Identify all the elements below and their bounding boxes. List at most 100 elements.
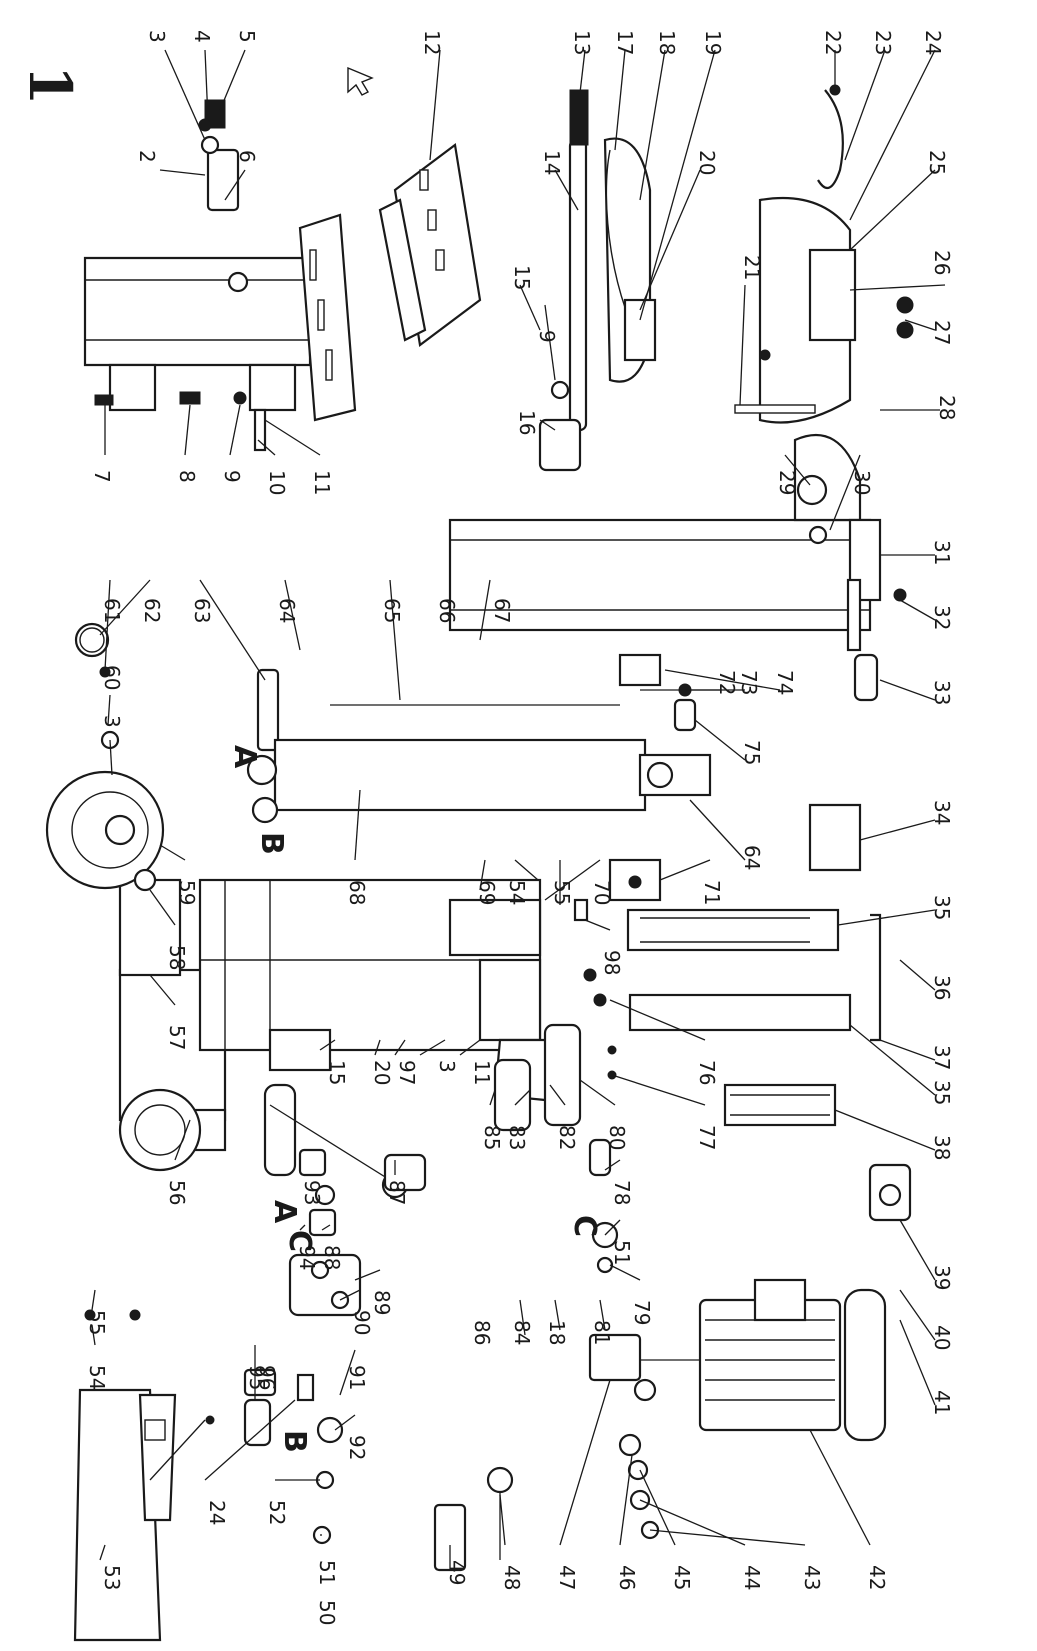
cursor-arrow-icon	[347, 66, 374, 96]
callout-c25: 25	[925, 150, 949, 175]
part-13-19-lever-arm	[538, 89, 657, 472]
part-7-11-bolts	[94, 391, 267, 452]
callout-c37: 37	[930, 1045, 954, 1070]
callout-c79: 79	[630, 1300, 654, 1325]
callout-c54b: 54	[85, 1365, 109, 1390]
callout-c11b: 11	[470, 1060, 494, 1085]
part-32-33-pins	[846, 578, 907, 702]
callout-c26: 26	[930, 250, 954, 275]
callout-c6: 6	[235, 150, 259, 163]
callout-c71: 71	[700, 880, 724, 905]
port-letter-pA2: A	[267, 1200, 302, 1224]
callout-c68: 68	[345, 880, 369, 905]
port-letter-pC2: C	[567, 1215, 602, 1237]
callout-c3c: 3	[435, 1060, 459, 1073]
callout-c97: 97	[395, 1060, 419, 1085]
callout-c85: 85	[480, 1125, 504, 1150]
callout-c51b: 51	[315, 1560, 339, 1585]
callout-c58: 58	[165, 945, 189, 970]
callout-c88: 88	[320, 1245, 344, 1270]
callout-c12: 12	[420, 30, 444, 55]
callout-c81: 81	[590, 1320, 614, 1345]
callout-c31: 31	[930, 540, 954, 565]
callout-c56: 56	[165, 1180, 189, 1205]
callout-c80: 80	[605, 1125, 629, 1150]
callout-c92: 92	[345, 1435, 369, 1460]
port-letter-pB1: B	[254, 832, 289, 855]
callout-c89: 89	[370, 1290, 394, 1315]
callout-c69: 69	[475, 880, 499, 905]
callout-c55b: 55	[85, 1310, 109, 1335]
callout-c98: 98	[600, 950, 624, 975]
callout-c18a: 18	[655, 30, 679, 55]
callout-c44: 44	[740, 1565, 764, 1590]
callout-c93: 93	[300, 1180, 324, 1205]
port-letter-pB2: B	[277, 1430, 312, 1453]
callout-c51a: 51	[610, 1240, 634, 1265]
callout-c10: 10	[265, 470, 289, 495]
callout-c64a: 64	[275, 598, 299, 623]
part-12-top-plate	[378, 143, 482, 347]
callout-c18b: 18	[545, 1320, 569, 1345]
callout-c32: 32	[930, 605, 954, 630]
part-34-38-plates	[626, 803, 882, 1127]
callout-c83: 83	[505, 1125, 529, 1150]
part-29-31-beam	[448, 433, 882, 632]
callout-c4: 4	[190, 30, 214, 43]
callout-c24a: 24	[921, 30, 945, 55]
callout-c13: 13	[570, 30, 594, 55]
callout-c35b: 35	[930, 1080, 954, 1105]
part-69-98-rails	[493, 858, 662, 1274]
callout-c9b: 9	[220, 470, 244, 483]
callout-c70: 70	[590, 880, 614, 905]
callout-c5: 5	[235, 30, 259, 43]
callout-c64b: 64	[740, 845, 764, 870]
callout-c52: 52	[265, 1500, 289, 1525]
part-56-59-frame	[45, 770, 562, 1199]
callout-c48: 48	[500, 1565, 524, 1590]
callout-c57: 57	[165, 1025, 189, 1050]
callout-c45: 45	[670, 1565, 694, 1590]
part-22-28-bracket	[734, 84, 914, 424]
callout-c2: 2	[135, 150, 159, 163]
part-2-6-latch	[198, 99, 249, 293]
sheet-number: 1	[16, 65, 84, 105]
callout-c67: 67	[490, 598, 514, 623]
callout-c43: 43	[800, 1565, 824, 1590]
callout-c95: 95	[245, 1365, 269, 1390]
callout-c16: 16	[515, 410, 539, 435]
callout-c28: 28	[935, 395, 959, 420]
callout-c73: 73	[737, 670, 761, 695]
callout-c30: 30	[850, 470, 874, 495]
callout-c75: 75	[740, 740, 764, 765]
callout-c20a: 20	[695, 150, 719, 175]
callout-c7: 7	[90, 470, 114, 483]
callout-c87: 87	[385, 1180, 409, 1205]
callout-c72: 72	[715, 670, 739, 695]
callout-c3b: 3	[100, 715, 124, 728]
callout-c23: 23	[871, 30, 895, 55]
callout-c94: 94	[295, 1245, 319, 1270]
callout-c20b: 20	[370, 1060, 394, 1085]
callout-c15a: 15	[510, 265, 534, 290]
callout-c63: 63	[190, 598, 214, 623]
callout-c11a: 11	[310, 470, 334, 495]
callout-c42: 42	[865, 1565, 889, 1590]
callout-c33: 33	[930, 680, 954, 705]
callout-c82: 82	[555, 1125, 579, 1150]
callout-c50: 50	[315, 1600, 339, 1625]
part-53-55-cover	[73, 1309, 215, 1642]
callout-c47: 47	[555, 1565, 579, 1590]
callout-c22: 22	[821, 30, 845, 55]
callout-c15b: 15	[325, 1060, 349, 1085]
callout-c86: 86	[470, 1320, 494, 1345]
callout-c36: 36	[930, 975, 954, 1000]
leader-lines	[91, 49, 946, 1570]
callout-c90: 90	[350, 1310, 374, 1335]
callout-c34: 34	[930, 800, 954, 825]
callout-c77: 77	[695, 1125, 719, 1150]
callout-c59: 59	[175, 880, 199, 905]
callout-c66: 66	[435, 598, 459, 623]
callout-c53: 53	[100, 1565, 124, 1590]
callout-c74: 74	[773, 670, 797, 695]
